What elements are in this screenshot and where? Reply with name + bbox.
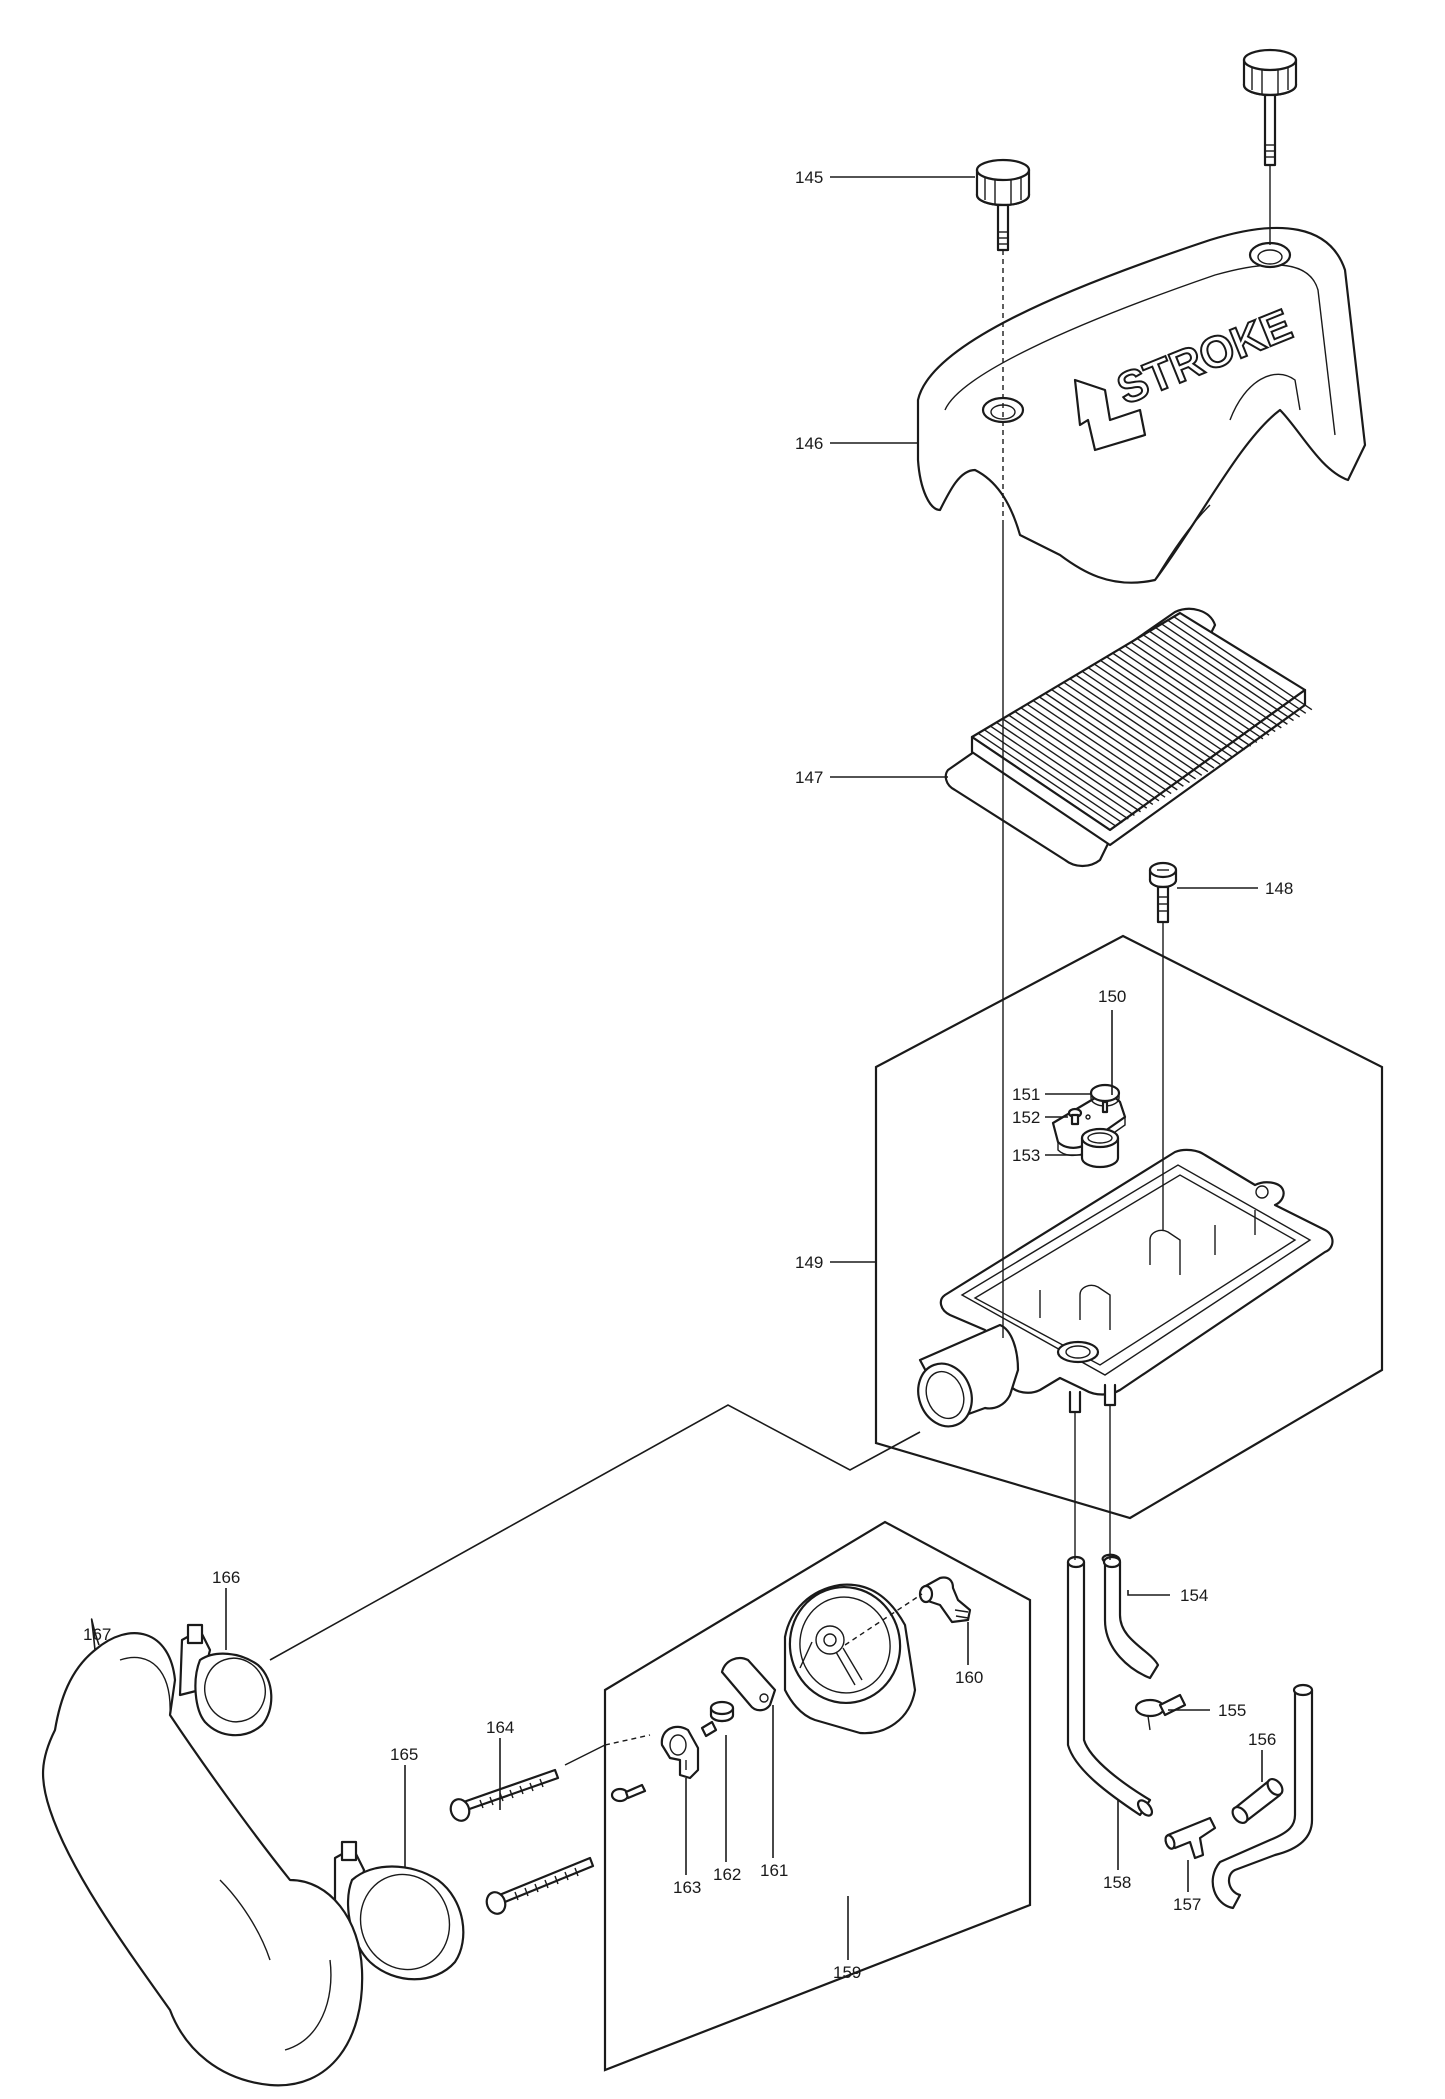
canister-housing (783, 1583, 917, 1735)
assembly-box-149 (874, 934, 1384, 1520)
filter-pleat (1002, 718, 1141, 813)
hose-154 (1101, 1553, 1160, 1680)
plate-161 (720, 1656, 777, 1712)
callout-159: 159 (833, 1963, 861, 1982)
filter-pleats (977, 616, 1313, 827)
leader-lines (90, 176, 1263, 1960)
filter-pleat (1142, 634, 1282, 729)
callout-147: 147 (795, 768, 823, 787)
callout-145: 145 (795, 168, 823, 187)
filter-pleat (1087, 667, 1227, 762)
filter-pleat (996, 721, 1135, 816)
clip-163 (660, 1725, 700, 1780)
callout-163: 163 (673, 1878, 701, 1897)
filter-pleat (1130, 641, 1270, 736)
callout-146: 146 (795, 434, 823, 453)
callout-157: 157 (1173, 1895, 1201, 1914)
filter-pleat (1093, 663, 1233, 758)
hose-158 (1066, 1555, 1154, 1817)
hose-clamp-166 (178, 1623, 273, 1737)
filter-pleat (989, 725, 1129, 820)
filter-pleat (1081, 670, 1221, 765)
callout-166: 166 (212, 1568, 240, 1587)
filter-pleat (1136, 637, 1276, 733)
filter-pleat (1038, 696, 1178, 791)
filter-pleat (1118, 648, 1258, 744)
filter-pleat (1051, 689, 1190, 784)
small-screw-163 (610, 1783, 647, 1803)
assembly-box-159 (603, 1520, 1032, 2072)
assembly-lines (269, 165, 1271, 1766)
filter-pleat (1045, 692, 1184, 787)
filter-pleat (1026, 703, 1166, 798)
filter-pleat (1167, 619, 1307, 714)
air-filter-element-147 (944, 607, 1313, 868)
bolt-164-b (485, 1856, 595, 1915)
filter-pleat (1014, 710, 1154, 806)
callout-156: 156 (1248, 1730, 1276, 1749)
knob-145 (975, 158, 1031, 252)
callout-149: 149 (795, 1253, 823, 1272)
filter-pleat (1100, 659, 1239, 754)
callout-162: 162 (713, 1865, 741, 1884)
callout-160: 160 (955, 1668, 983, 1687)
screw-162 (700, 1700, 735, 1738)
filter-pleat (1069, 678, 1209, 773)
callout-165: 165 (390, 1745, 418, 1764)
filter-pleat (1008, 714, 1148, 809)
air-filter-cover-146: STROKE (916, 226, 1367, 584)
callout-158: 158 (1103, 1873, 1131, 1892)
filter-pleat (983, 729, 1123, 824)
filter-pleat (977, 732, 1117, 827)
callout-153: 153 (1012, 1146, 1040, 1165)
callout-155: 155 (1218, 1701, 1246, 1720)
loose-hose (1211, 1683, 1314, 1910)
filter-pleat (1173, 616, 1313, 711)
callout-152: 152 (1012, 1108, 1040, 1127)
sleeve-156 (1231, 1778, 1284, 1824)
filter-pleat (1124, 645, 1264, 740)
air-box-housing-149 (917, 1148, 1334, 1428)
filter-pleat (1020, 707, 1160, 802)
filter-pleat (1155, 627, 1294, 722)
callout-labels: 145 146 147 148 149 150 151 152 153 154 … (83, 168, 1293, 1982)
filter-pleat (1057, 685, 1197, 780)
small-screw-152 (1067, 1107, 1083, 1126)
callout-154: 154 (1180, 1586, 1208, 1605)
callout-164: 164 (486, 1718, 514, 1737)
elbow-fitting-160 (918, 1576, 972, 1624)
filter-pleat (1161, 623, 1301, 718)
callout-167: 167 (83, 1625, 111, 1644)
filter-pleat (1106, 656, 1245, 751)
knob-upper-right (1242, 48, 1298, 167)
hose-clip-155 (1134, 1693, 1187, 1731)
filter-pleat (1063, 681, 1203, 776)
screw-148 (1148, 861, 1178, 924)
ring-153 (1080, 1127, 1120, 1169)
filter-pleat (1112, 652, 1252, 747)
filter-pleat (1149, 630, 1288, 725)
filter-pleat (1032, 699, 1172, 795)
callout-148: 148 (1265, 879, 1293, 898)
bolt-164-a (449, 1768, 560, 1822)
filter-pleat (1075, 674, 1215, 769)
callout-161: 161 (760, 1861, 788, 1880)
intake-hose-167 (42, 1632, 364, 2087)
callout-151: 151 (1012, 1085, 1040, 1104)
callout-150: 150 (1098, 987, 1126, 1006)
t-fitting-157 (1164, 1816, 1217, 1860)
